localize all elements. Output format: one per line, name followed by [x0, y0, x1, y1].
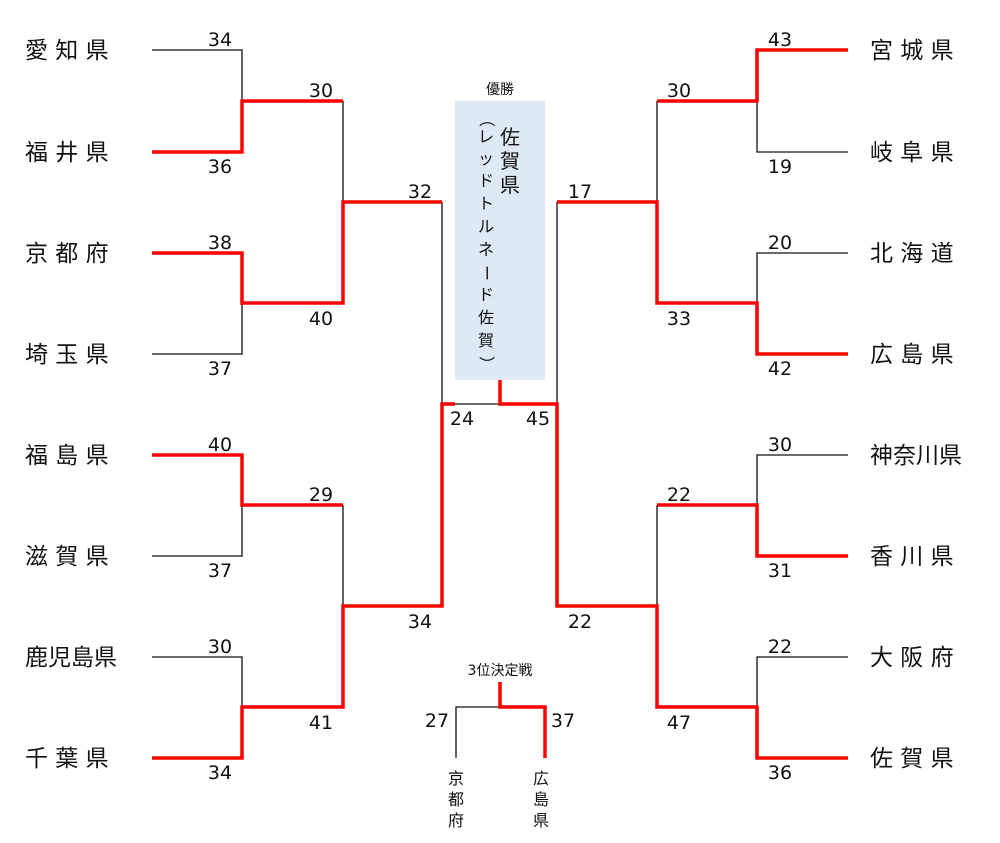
score: 32	[408, 181, 432, 203]
score: 36	[768, 762, 792, 784]
team-name: 愛 知 県	[25, 38, 109, 64]
champion-team-name: （ レ ッ ド ト ル ネ ー ド 佐 賀 ）	[477, 111, 496, 372]
score: 30	[768, 434, 792, 456]
right-scores: 43 19 20 42 30 31 22 36 30 33 22 47 17 2…	[526, 29, 792, 784]
champion-name: 佐 賀 県	[500, 125, 520, 197]
score: 29	[309, 484, 333, 506]
team-name: 宮 城 県	[870, 38, 954, 64]
score: 20	[768, 232, 792, 254]
score: 38	[208, 232, 232, 254]
champion-team-char: ド	[478, 285, 494, 304]
third-place-left-score: 27	[425, 710, 449, 732]
team-name: 埼 玉 県	[25, 342, 109, 368]
team-name: 北 海 道	[870, 241, 954, 267]
champion-name-char: 佐	[500, 125, 520, 149]
team-name: 滋 賀 県	[25, 544, 109, 570]
score: 47	[667, 712, 691, 734]
score: 22	[568, 611, 592, 633]
score: 40	[208, 434, 232, 456]
score: 30	[208, 636, 232, 658]
left-teams: 愛 知 県 福 井 県 京 都 府 埼 玉 県 福 島 県 滋 賀 県 鹿児島県…	[25, 38, 117, 772]
third-place-right-team: 県	[533, 811, 549, 830]
champion-name-char: 県	[500, 173, 520, 197]
score: 33	[667, 308, 691, 330]
third-place-left-team: 京	[448, 769, 464, 788]
final-score-left: 24	[450, 408, 474, 430]
champion-label: 優勝	[486, 82, 514, 98]
team-name: 佐 賀 県	[870, 746, 954, 772]
score: 19	[768, 156, 792, 178]
score: 30	[309, 80, 333, 102]
third-place-left-team: 都	[448, 790, 464, 809]
champion-team-char: レ	[478, 127, 494, 146]
score: 30	[667, 80, 691, 102]
team-name: 福 島 県	[25, 443, 109, 469]
score: 43	[768, 29, 792, 51]
champion-team-char: （	[477, 111, 496, 127]
third-place-right-team: 島	[533, 790, 549, 809]
team-name: 千 葉 県	[25, 746, 109, 772]
bracket-lines	[152, 49, 848, 758]
winner-lines	[152, 48, 848, 760]
team-name: 鹿児島県	[25, 645, 117, 671]
score: 31	[768, 560, 792, 582]
third-place-right-score: 37	[551, 710, 575, 732]
team-name: 福 井 県	[25, 140, 109, 166]
champion-team-char: ド	[478, 171, 494, 190]
third-place-right-team: 広	[533, 769, 549, 788]
score: 22	[667, 484, 691, 506]
champion-team-char: 賀	[478, 331, 494, 350]
score: 36	[208, 156, 232, 178]
score: 22	[768, 636, 792, 658]
champion-team-char: ル	[478, 217, 494, 236]
champion-team-char: ）	[477, 356, 496, 372]
score: 37	[208, 358, 232, 380]
right-teams: 宮 城 県 岐 阜 県 北 海 道 広 島 県 神奈川県 香 川 県 大 阪 府…	[870, 38, 962, 772]
team-name: 香 川 県	[870, 544, 954, 570]
score: 37	[208, 560, 232, 582]
score: 41	[309, 712, 333, 734]
champion-team-char: 佐	[478, 308, 494, 327]
champion-team-char: ー	[477, 265, 496, 281]
team-name: 岐 阜 県	[870, 140, 954, 166]
champion-team-char: ネ	[478, 240, 494, 259]
champion-team-char: ッ	[478, 149, 494, 168]
team-name: 大 阪 府	[870, 645, 954, 671]
score: 40	[309, 308, 333, 330]
champion-team-char: ト	[478, 194, 494, 213]
score: 34	[208, 762, 232, 784]
champion-box	[455, 101, 545, 380]
team-name: 広 島 県	[870, 342, 954, 368]
third-place-label: 3位決定戦	[468, 663, 533, 679]
left-scores: 34 36 38 37 40 37 30 34 30 40 29 41 32 3…	[208, 29, 474, 784]
team-name: 京 都 府	[25, 241, 109, 267]
third-place-left-team: 府	[448, 811, 464, 830]
final-score-right: 45	[526, 408, 550, 430]
third-place-match: 3位決定戦 27 37 京 都 府 広 島 県	[425, 663, 575, 830]
score: 17	[568, 181, 592, 203]
score: 42	[768, 358, 792, 380]
champion-name-char: 賀	[500, 149, 520, 173]
team-name: 神奈川県	[870, 443, 962, 469]
score: 34	[208, 29, 232, 51]
score: 34	[408, 611, 432, 633]
